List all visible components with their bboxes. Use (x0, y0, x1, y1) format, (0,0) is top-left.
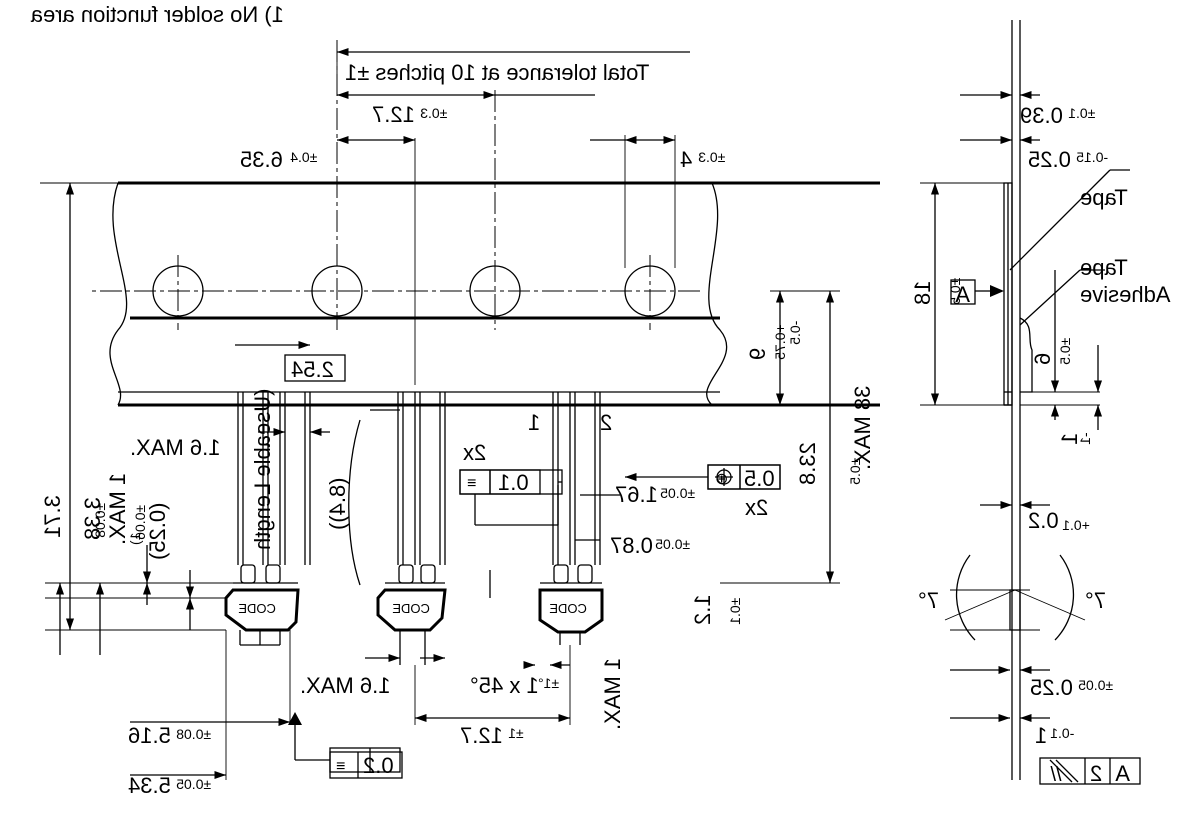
dim-534-tol: ±0.05 (176, 776, 211, 792)
dim-12-label: 1.2 (690, 594, 715, 625)
side-1b-tol: -0.1 (1050, 725, 1074, 741)
side-025b-tol: ±0.05 (1078, 677, 1113, 693)
side-view (920, 20, 1141, 785)
flat-frame-2-overlay (329, 751, 403, 779)
flat-frame-overlay (459, 469, 541, 495)
parallel-symbol: // (1050, 764, 1062, 786)
pitch-b-label: 12.7 (460, 723, 503, 748)
chamfer-tol: ±1° (538, 675, 559, 691)
side-18-tol: ±0.5 (947, 278, 963, 305)
side-039-label: 0.39 (1020, 103, 1063, 128)
dim-534-label: 5.34 (128, 773, 171, 798)
tape-height-label: 9 (745, 348, 770, 360)
chamfer-label: 1 x 45° (470, 673, 539, 698)
lead-thk-tol: ±0.05 (655, 536, 690, 552)
useable-length-2: (8.4)) (325, 477, 350, 530)
angle-right-label: 7° (1085, 588, 1106, 613)
code-label-3: CODE (549, 601, 587, 616)
adhesive-label-2: Tape (1080, 255, 1128, 280)
lead-spacing-label: 1.67 (615, 482, 658, 507)
pos-frame-overlay (707, 464, 781, 490)
pitch-a-label: 12.7 (372, 102, 415, 127)
side-025-tol: -0.15 (1076, 149, 1108, 165)
pos-tol-label: 0.5 (744, 466, 775, 491)
dim-516-tol: ±0.08 (176, 726, 211, 742)
side-1-tol: -1 (1077, 432, 1093, 445)
side-02-label: 0.2 (1028, 508, 1059, 533)
note-label: 1) No solder function area (30, 2, 284, 27)
angle-left-label: 7° (918, 588, 939, 613)
tape-height-tol-dn: -0.5 (787, 321, 803, 345)
dim-025p-label: (0.25) (145, 503, 170, 560)
dim-1max-sup: 1) (127, 533, 143, 545)
hole-pos-label: 6.35 (240, 147, 283, 172)
parallel-val: 2 (1090, 761, 1102, 786)
hole-dia-label: 4 (680, 147, 692, 172)
lead-pitch-box-label: 2.54 (291, 357, 334, 382)
pin-1-label: 1 (528, 410, 540, 435)
lead-pitch-box (284, 354, 346, 382)
dim-371-label: 3.71 (40, 495, 65, 538)
lead-frame-3 (538, 392, 604, 645)
dim-338-tol: ±0.06 (132, 505, 148, 540)
dim-338-label: 3.38 (80, 497, 105, 540)
lead-thk-label: 0.87 (610, 533, 653, 558)
side-039-tol: ±0.1 (1068, 105, 1095, 121)
side-6-label: 6 (1030, 353, 1055, 365)
lead-width-label: 1.6 MAX. (130, 435, 220, 460)
side-18-label: 18 (910, 281, 935, 305)
side-025-label: 0.25 (1028, 147, 1071, 172)
total-tolerance-label: Total tolerance at 10 pitches ±1 (345, 60, 649, 85)
overall-height-label: 23.8 (795, 442, 820, 485)
lead-width-2-label: 1.6 MAX. (300, 673, 390, 698)
tape-height-tol-up: +0.75 (772, 324, 788, 360)
count-2x-a: 2x (463, 440, 486, 465)
pitch-b-tol: ±1 (508, 725, 524, 741)
vertical-dimensions-1 (45, 545, 291, 780)
dim-1max-bottom: 1 MAX. (600, 658, 625, 730)
lead-pitch-dims (235, 340, 571, 725)
hole-pos-tol: ±0.4 (290, 149, 317, 165)
lead-spacing-tol: ±0.05 (660, 485, 695, 501)
datum-a-label: A (955, 282, 970, 307)
top-dimensions (337, 47, 690, 145)
dim-516-label: 5.16 (128, 723, 171, 748)
datum-a-frame (950, 279, 976, 305)
flat-symbol: ≡ (467, 475, 476, 492)
tape-height-dims (40, 182, 840, 630)
pin-2-label: 2 (600, 410, 612, 435)
flat-tol-label: 0.1 (498, 470, 529, 495)
tape-strip (90, 181, 880, 407)
useable-length-1: (Useable Length (250, 389, 275, 550)
parallel-datum: A (1115, 761, 1130, 786)
overall-height-tol: ±0.5 (847, 458, 863, 485)
max-height-label: 38 MAX. (850, 386, 875, 470)
pos-symbol: ⊕ (715, 471, 728, 488)
side-02-tol: +0.1 (1062, 517, 1090, 533)
pitch-a-tol: ±0.3 (420, 105, 447, 121)
dim-1max-label: 1 MAX. (105, 473, 130, 545)
side-6-tol: ±0.5 (1057, 338, 1073, 365)
tape-label: Tape (1080, 185, 1128, 210)
code-label-1: CODE (238, 601, 276, 616)
lead-frame-2 (376, 392, 447, 665)
count-2x-b: 2x (745, 495, 768, 520)
side-1b-label: 1 (1035, 723, 1047, 748)
dim-371-tol: ±0.08 (92, 503, 108, 538)
adhesive-label-1: Adhesive (1080, 282, 1171, 307)
parallel-frame (1039, 757, 1141, 785)
hole-dia-tol: ±0.3 (698, 149, 725, 165)
side-025b-label: 0.25 (1030, 675, 1073, 700)
side-1-label: 1 (1057, 433, 1082, 445)
flat-tol-2-label: 0.2 (363, 753, 394, 778)
dim-12-tol: ±0.1 (727, 598, 743, 625)
code-label-2: CODE (392, 601, 430, 616)
top-extension-lines (336, 40, 676, 385)
flat-symbol-2: ≡ (336, 758, 345, 775)
